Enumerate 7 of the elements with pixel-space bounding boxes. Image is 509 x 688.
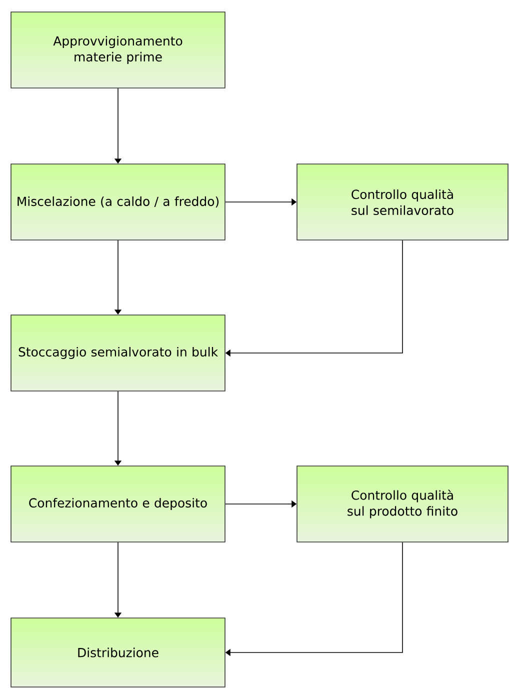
process-box: Controllo qualità sul prodotto finito <box>296 466 508 542</box>
process-box: Miscelazione (a caldo / a freddo) <box>10 164 226 240</box>
process-box: Approvvigionamento materie prime <box>10 12 226 88</box>
process-box: Controllo qualità sul semilavorato <box>296 164 508 240</box>
process-box: Stoccaggio semialvorato in bulk <box>10 314 226 392</box>
process-box: Confezionamento e deposito <box>10 466 226 542</box>
process-box: Distribuzione <box>10 618 226 688</box>
